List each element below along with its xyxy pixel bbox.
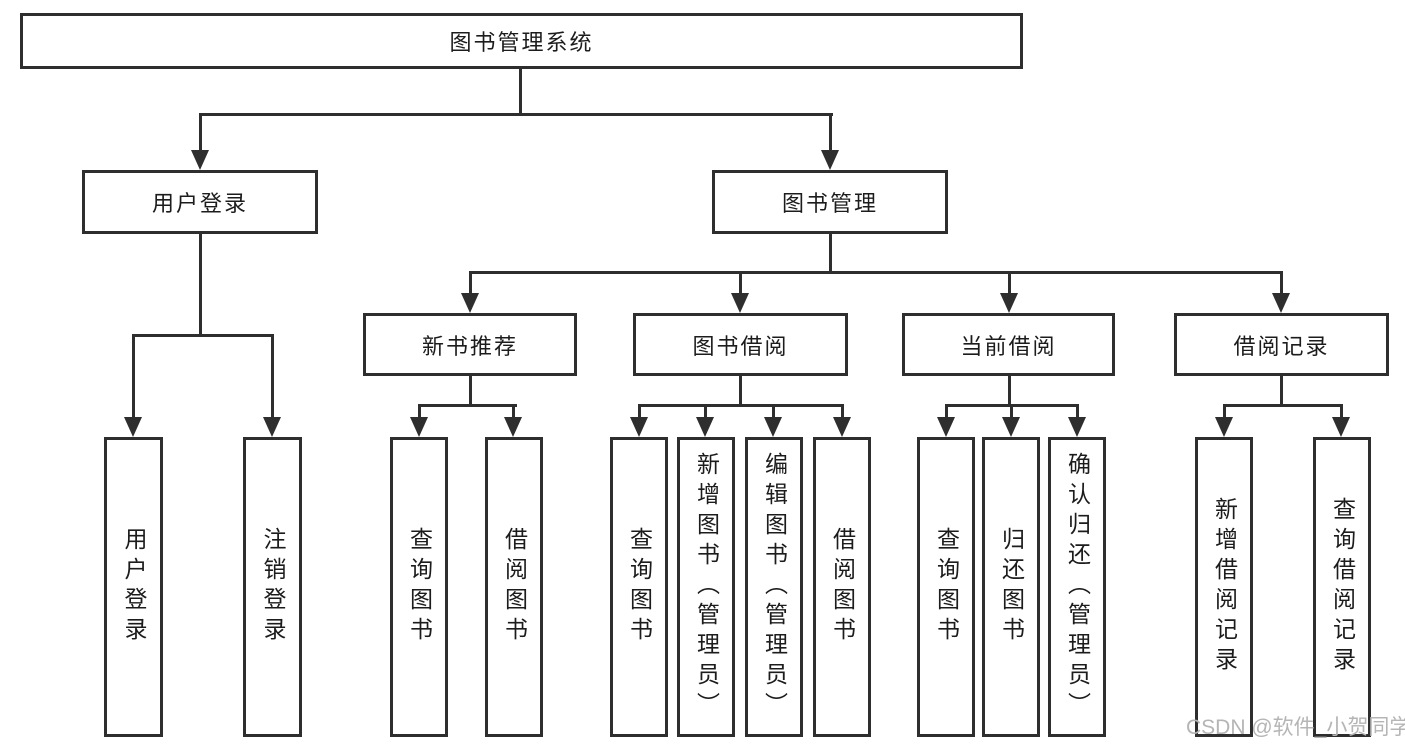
node-library-system-label: 图书管理系统 xyxy=(449,30,594,55)
connector-recommend-span xyxy=(418,404,517,407)
leaf-borrow-books-recommend: 借阅图书 xyxy=(485,437,543,737)
connector-records-leaf1 xyxy=(1223,404,1226,419)
leaf-user-login-label: 用户登录 xyxy=(121,527,147,647)
connector-to-book-borrow xyxy=(739,271,742,295)
connector-to-user-login xyxy=(199,113,202,151)
connector-borrow-leaf1 xyxy=(638,404,641,419)
leaf-query-books-borrow-label: 查询图书 xyxy=(626,527,653,647)
leaf-borrow-books-recommend-label: 借阅图书 xyxy=(501,527,528,647)
leaf-user-login: 用户登录 xyxy=(104,437,163,737)
connector-current-leaf1 xyxy=(945,404,948,419)
node-new-book-recommend: 新书推荐 xyxy=(363,313,577,376)
leaf-logout-login: 注销登录 xyxy=(243,437,302,737)
connector-to-logout-leaf xyxy=(271,334,274,418)
arrowhead-borrow-records-icon xyxy=(1272,293,1290,313)
leaf-query-books-recommend-label: 查询图书 xyxy=(406,527,433,647)
connector-borrow-span xyxy=(638,404,844,407)
leaf-query-borrow-record-label: 查询借阅记录 xyxy=(1329,497,1356,677)
leaf-add-books-admin: 新增图书（管理员） xyxy=(677,437,735,737)
connector-root-drop xyxy=(519,69,522,115)
leaf-add-books-admin-label: 新增图书（管理员） xyxy=(693,452,720,722)
connector-root-span xyxy=(199,113,833,116)
leaf-edit-books-admin: 编辑图书（管理员） xyxy=(745,437,803,737)
node-book-management-label: 图书管理 xyxy=(781,191,878,216)
arrowhead-records-leaf2-icon xyxy=(1332,417,1350,437)
arrowhead-current-borrow-icon xyxy=(1000,293,1018,313)
leaf-borrow-books: 借阅图书 xyxy=(813,437,871,737)
arrowhead-recommend-leaf2-icon xyxy=(504,417,522,437)
arrowhead-user-login-icon xyxy=(191,150,209,170)
connector-to-book-management xyxy=(829,113,832,151)
connector-user-login-span xyxy=(132,334,274,337)
arrowhead-recommend-leaf1-icon xyxy=(410,417,428,437)
connector-book-management-drop xyxy=(829,234,832,274)
arrowhead-book-borrow-icon xyxy=(731,293,749,313)
connector-borrow-leaf4 xyxy=(841,404,844,419)
node-current-borrow-label: 当前借阅 xyxy=(960,333,1057,359)
leaf-add-borrow-record: 新增借阅记录 xyxy=(1195,437,1253,737)
leaf-query-books-current-label: 查询图书 xyxy=(933,527,960,647)
arrowhead-logout-leaf-icon xyxy=(263,417,281,437)
leaf-add-borrow-record-label: 新增借阅记录 xyxy=(1211,497,1238,677)
node-user-login-label: 用户登录 xyxy=(151,191,248,216)
arrowhead-current-leaf2-icon xyxy=(1002,417,1020,437)
node-user-login: 用户登录 xyxy=(82,170,318,234)
connector-current-leaf3 xyxy=(1076,404,1079,419)
arrowhead-current-leaf3-icon xyxy=(1068,417,1086,437)
node-borrow-records-label: 借阅记录 xyxy=(1233,333,1330,359)
leaf-query-books-recommend: 查询图书 xyxy=(390,437,448,737)
arrowhead-book-management-icon xyxy=(821,150,839,170)
node-book-borrow-label: 图书借阅 xyxy=(692,333,789,359)
connector-recommend-leaf2 xyxy=(512,404,515,419)
connector-to-new-book-recommend xyxy=(469,271,472,295)
leaf-query-books-borrow: 查询图书 xyxy=(610,437,668,737)
connector-current-leaf2 xyxy=(1010,404,1013,419)
connector-records-drop xyxy=(1280,376,1283,407)
leaf-confirm-return-admin-label: 确认归还（管理员） xyxy=(1064,452,1091,722)
connector-borrow-leaf3 xyxy=(772,404,775,419)
connector-borrow-drop xyxy=(739,376,742,407)
csdn-watermark: CSDN @软件_小贺同学 xyxy=(1186,716,1405,739)
node-book-management: 图书管理 xyxy=(712,170,948,234)
node-borrow-records: 借阅记录 xyxy=(1174,313,1389,376)
leaf-edit-books-admin-label: 编辑图书（管理员） xyxy=(761,452,788,722)
connector-borrow-leaf2 xyxy=(704,404,707,419)
leaf-logout-login-label: 注销登录 xyxy=(260,527,286,647)
arrowhead-borrow-leaf3-icon xyxy=(764,417,782,437)
connector-user-login-drop xyxy=(199,234,202,337)
connector-book-management-span xyxy=(469,271,1283,274)
leaf-query-books-current: 查询图书 xyxy=(917,437,975,737)
arrowhead-login-leaf-icon xyxy=(124,417,142,437)
connector-records-leaf2 xyxy=(1340,404,1343,419)
arrowhead-borrow-leaf1-icon xyxy=(630,417,648,437)
leaf-return-books-label: 归还图书 xyxy=(998,527,1025,647)
node-library-system: 图书管理系统 xyxy=(20,13,1023,69)
node-current-borrow: 当前借阅 xyxy=(902,313,1115,376)
arrowhead-borrow-leaf2-icon xyxy=(696,417,714,437)
connector-records-span xyxy=(1223,404,1343,407)
connector-recommend-leaf1 xyxy=(418,404,421,419)
node-book-borrow: 图书借阅 xyxy=(633,313,848,376)
connector-to-current-borrow xyxy=(1008,271,1011,295)
leaf-query-borrow-record: 查询借阅记录 xyxy=(1313,437,1371,737)
arrowhead-new-book-recommend-icon xyxy=(461,293,479,313)
leaf-return-books: 归还图书 xyxy=(982,437,1040,737)
connector-to-borrow-records xyxy=(1280,271,1283,295)
connector-to-login-leaf xyxy=(132,334,135,418)
arrowhead-records-leaf1-icon xyxy=(1215,417,1233,437)
arrowhead-current-leaf1-icon xyxy=(937,417,955,437)
leaf-borrow-books-label: 借阅图书 xyxy=(829,527,856,647)
node-new-book-recommend-label: 新书推荐 xyxy=(421,333,518,359)
connector-recommend-drop xyxy=(469,376,472,407)
arrowhead-borrow-leaf4-icon xyxy=(833,417,851,437)
connector-current-drop xyxy=(1008,376,1011,407)
leaf-confirm-return-admin: 确认归还（管理员） xyxy=(1048,437,1106,737)
